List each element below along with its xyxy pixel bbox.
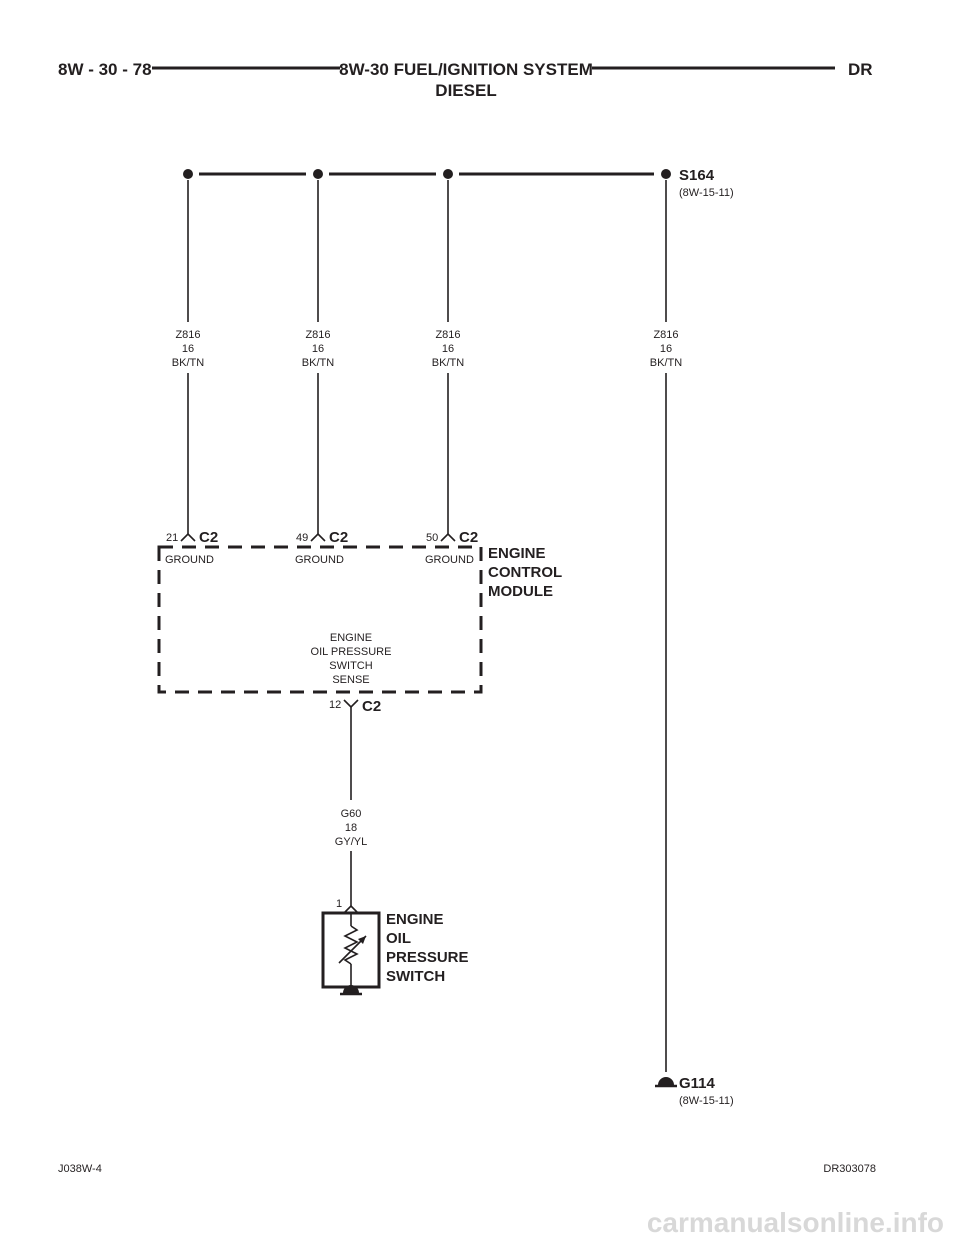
ecm-sense-label: ENGINE OIL PRESSURE SWITCH SENSE (311, 632, 392, 686)
pin-50-connector: C2 (459, 529, 478, 546)
watermark: carmanualsonline.info (647, 1207, 944, 1238)
switch-name-line-1: ENGINE (386, 911, 444, 928)
splice-node-3 (443, 169, 453, 179)
pin-50-number: 50 (426, 532, 438, 544)
ground-icon (655, 1077, 677, 1088)
sense-line-1: ENGINE (330, 632, 372, 644)
wire-1-gauge: 16 (182, 343, 194, 355)
splice-node-4 (661, 169, 671, 179)
wire-label-1: Z816 16 BK/TN (172, 329, 204, 369)
splice-id: S164 (679, 167, 715, 184)
oil-pressure-switch: ENGINE OIL PRESSURE SWITCH (321, 911, 469, 996)
ecm-pin-49: 49 C2 GROUND (295, 529, 348, 566)
sense-line-2: OIL PRESSURE (311, 646, 392, 658)
page-subtitle: DIESEL (435, 81, 496, 100)
ground-id: G114 (679, 1075, 716, 1092)
ecm-pin-21: 21 C2 GROUND (165, 529, 218, 566)
wire-3-gauge: 16 (442, 343, 454, 355)
signal-wire-color: GY/YL (335, 836, 367, 848)
splice-ref: (8W-15-11) (679, 187, 734, 199)
ecm-pin-12: 12 C2 (329, 698, 381, 715)
wire-label-3: Z816 16 BK/TN (432, 329, 464, 369)
splice-bus: S164 (8W-15-11) (183, 167, 734, 199)
page-header: 8W - 30 - 78 8W-30 FUEL/IGNITION SYSTEM … (58, 60, 873, 100)
resistor-icon (343, 925, 359, 965)
wire-3-circuit: Z816 (435, 329, 460, 341)
sense-line-3: SWITCH (329, 660, 372, 672)
switch-pin-1: 1 (336, 898, 359, 914)
ecm-name-line-2: CONTROL (488, 564, 562, 581)
ecm-box (157, 545, 483, 694)
wire-4-gauge: 16 (660, 343, 672, 355)
switch-name-line-2: OIL (386, 930, 411, 947)
wire-1-color: BK/TN (172, 357, 204, 369)
pin-21-number: 21 (166, 532, 178, 544)
wire-2-circuit: Z816 (305, 329, 330, 341)
wire-2-gauge: 16 (312, 343, 324, 355)
switch-name-line-3: PRESSURE (386, 949, 469, 966)
switch-pin-number: 1 (336, 898, 342, 910)
page-title: 8W-30 FUEL/IGNITION SYSTEM (339, 60, 593, 79)
wire-4-circuit: Z816 (653, 329, 678, 341)
wire-label-4: Z816 16 BK/TN (650, 329, 682, 369)
arrow-head-icon (358, 936, 366, 944)
wire-2-color: BK/TN (302, 357, 334, 369)
ecm-name-line-3: MODULE (488, 583, 553, 600)
pin-49-number: 49 (296, 532, 308, 544)
pin-21-function: GROUND (165, 554, 214, 566)
pin-21-connector: C2 (199, 529, 218, 546)
case-ground-icon (340, 985, 362, 996)
pin-49-connector: C2 (329, 529, 348, 546)
ground-ref: (8W-15-11) (679, 1095, 734, 1107)
splice-node-1 (183, 169, 193, 179)
pin-49-function: GROUND (295, 554, 344, 566)
signal-wire-circuit: G60 (341, 808, 362, 820)
ground-wires (187, 180, 667, 1072)
signal-wire: G60 18 GY/YL (335, 707, 367, 906)
splice-node-2 (313, 169, 323, 179)
wire-label-2: Z816 16 BK/TN (302, 329, 334, 369)
pin-50-function: GROUND (425, 554, 474, 566)
wire-3-color: BK/TN (432, 357, 464, 369)
wire-1-circuit: Z816 (175, 329, 200, 341)
ground-g114: G114 (8W-15-11) (655, 1075, 734, 1107)
page-number: 8W - 30 - 78 (58, 60, 152, 79)
ecm-name: ENGINE CONTROL MODULE (488, 545, 562, 600)
pin-12-number: 12 (329, 699, 341, 711)
footer-left-code: J038W-4 (58, 1163, 102, 1175)
ecm-name-line-1: ENGINE (488, 545, 546, 562)
footer-right-code: DR303078 (823, 1163, 876, 1175)
sense-line-4: SENSE (332, 674, 369, 686)
switch-name-line-4: SWITCH (386, 968, 445, 985)
section-code: DR (848, 60, 873, 79)
pin-12-connector: C2 (362, 698, 381, 715)
signal-wire-gauge: 18 (345, 822, 357, 834)
wire-4-color: BK/TN (650, 357, 682, 369)
ecm-pin-50: 50 C2 GROUND (425, 529, 478, 566)
